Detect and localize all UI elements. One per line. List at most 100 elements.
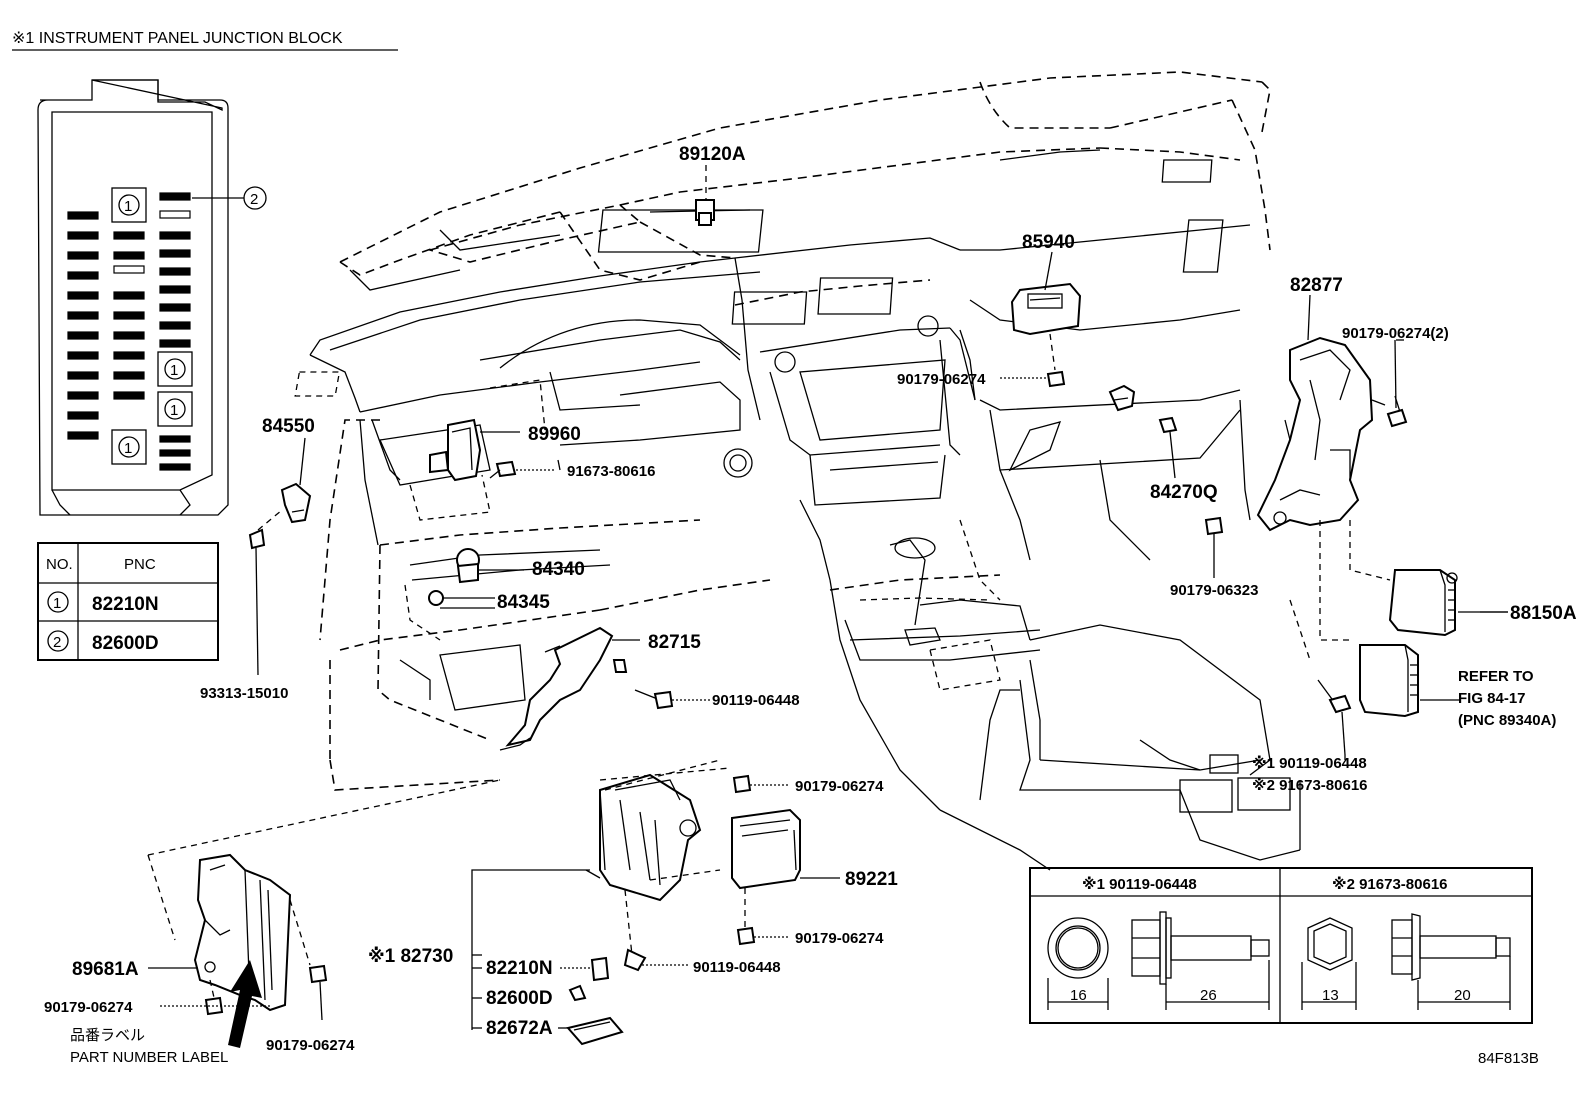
fuse-slot (67, 431, 99, 440)
part-84270Q (1108, 384, 1178, 479)
pnc-table-header-no: NO. (46, 556, 73, 573)
part-88150A-ecu (1319, 520, 1508, 641)
instrument-panel-outline (294, 71, 1301, 871)
marker-1d: 1 (124, 440, 132, 457)
diagram-title: ※1 INSTRUMENT PANEL JUNCTION BLOCK (12, 30, 343, 47)
part-84340-switch (428, 548, 524, 609)
part-85940-module (1010, 251, 1082, 388)
pnc-table: NO. PNC 1 82210N 2 82600D (37, 542, 219, 661)
pnc-row-1-pnc: 82210N (92, 594, 159, 615)
pnc-table-header-pnc: PNC (124, 556, 156, 573)
relay-box-1b (157, 351, 193, 387)
dim-left-shank: 26 (1200, 987, 1217, 1004)
part-82210N-relay (560, 956, 610, 982)
fuse-slot (159, 249, 191, 258)
callout-82210N: 82210N (486, 958, 553, 979)
fuse-slot (67, 331, 99, 340)
callout-88150A: 88150A (1510, 603, 1577, 624)
callout-93313-15010: 93313-15010 (200, 685, 288, 702)
fuse-slot (159, 231, 191, 240)
callout-leaders (206, 339, 1508, 1007)
callout-90179-06274-top: 90179-06274 (897, 371, 986, 388)
fuse-slot (67, 311, 99, 320)
junction-block-face: 1 1 1 1 2 (37, 79, 267, 516)
fuse-slot (159, 285, 191, 294)
marker-2-circle (243, 186, 267, 210)
marker-1c: 1 (170, 402, 178, 419)
refer-to-line3: (PNC 89340A) (1458, 712, 1556, 729)
fuse-slot (67, 271, 99, 280)
callout-90179-06323: 90179-06323 (1170, 582, 1258, 599)
fuse-slot (67, 411, 99, 420)
fuse-slot (159, 449, 191, 457)
part-82730-junction-block (585, 759, 731, 902)
fastener-right-title: ※2 91673-80616 (1332, 875, 1448, 893)
relay-box-1a (111, 187, 147, 223)
callout-91673-80616: 91673-80616 (567, 463, 655, 480)
fuse-slot (159, 267, 191, 276)
callout-84270Q: 84270Q (1150, 482, 1218, 503)
callout-90179-06274-c: 90179-06274 (795, 778, 884, 795)
part-89340A-module (1359, 644, 1460, 718)
fuse-slot (67, 211, 99, 220)
bolt-2-side-view (1391, 919, 1413, 975)
marker-2: 2 (250, 191, 258, 208)
relay-box-1c (157, 391, 193, 427)
part-89960-sensor (429, 418, 561, 482)
fuse-slot (113, 371, 145, 380)
part-bolt-right (1289, 339, 1408, 756)
fuse-slot (113, 291, 145, 300)
pnc-row-2-no: 2 (53, 634, 61, 651)
fuse-slot (113, 331, 145, 340)
fastener-detail-box: ※1 90119-06448 ※2 91673-80616 16 26 13 2… (1029, 867, 1533, 1024)
callout-82730: ※1 82730 (368, 946, 453, 967)
callout-82600D: 82600D (486, 988, 553, 1009)
note-1: ※1 90119-06448 (1252, 754, 1367, 772)
callout-89960: 89960 (528, 424, 581, 445)
bolt-2-head-view (1307, 917, 1353, 971)
part-bolt-90119-center (634, 689, 710, 710)
refer-to-line1: REFER TO (1458, 668, 1534, 685)
fuse-slot (159, 321, 191, 330)
fuse-slot (159, 463, 191, 471)
fuse-slot (159, 339, 191, 348)
callout-82672A: 82672A (486, 1018, 553, 1039)
part-89120A-clip (695, 165, 715, 226)
fuse-slot-empty (159, 210, 191, 219)
callout-82715: 82715 (648, 632, 701, 653)
fuse-slot (113, 311, 145, 320)
callout-90179-06274-e: 90179-06274 (44, 999, 133, 1016)
group-bracket-82730 (471, 869, 590, 1030)
relay-box-1d (111, 429, 147, 465)
bolt-1-head-view (1047, 917, 1109, 979)
callout-89681A: 89681A (72, 959, 139, 980)
callout-84340: 84340 (532, 559, 585, 580)
pnc-row-2-pnc: 82600D (92, 633, 159, 654)
fuse-slot (67, 291, 99, 300)
note-2: ※2 91673-80616 (1252, 776, 1368, 794)
part-82600D-fuse (568, 984, 587, 1002)
callout-90119-06448-b: 90119-06448 (693, 959, 781, 976)
fuse-slot (159, 435, 191, 443)
fuse-slot (159, 192, 191, 201)
dim-right-shank: 20 (1454, 987, 1471, 1004)
figure-code: 84F813B (1478, 1050, 1539, 1067)
part-number-label-en: PART NUMBER LABEL (70, 1049, 228, 1066)
fuse-slot (113, 231, 145, 240)
callout-90179-06274-f: 90179-06274 (266, 1037, 355, 1054)
dim-left-head: 16 (1070, 987, 1087, 1004)
fuse-slot (113, 251, 145, 260)
callout-90179-06274-2: 90179-06274(2) (1342, 325, 1449, 342)
bolt-1-side-view (1131, 919, 1161, 977)
refer-to-line2: FIG 84-17 (1458, 690, 1526, 707)
fuse-slot (113, 391, 145, 400)
part-number-label-arrow (228, 960, 262, 1048)
part-clip-90179-c (732, 774, 790, 794)
fuse-slot (159, 303, 191, 312)
part-82715-bracket (499, 626, 640, 751)
fuse-slot (67, 251, 99, 260)
callout-82877: 82877 (1290, 275, 1343, 296)
fuse-slot (67, 231, 99, 240)
callout-89120A: 89120A (679, 144, 746, 165)
